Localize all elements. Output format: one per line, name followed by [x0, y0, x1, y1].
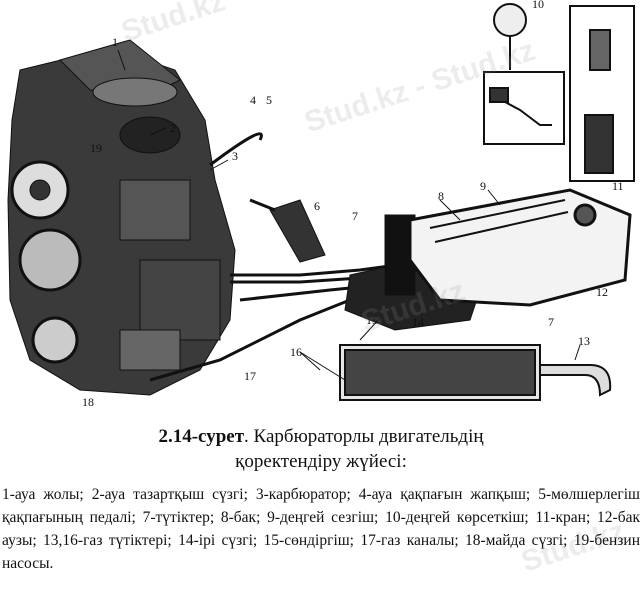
callout-9: 9: [480, 179, 486, 193]
callout-11: 11: [612, 179, 624, 193]
fuel-tap-inset: [569, 5, 635, 182]
engine-fuel-system-illustration: 1 2 3 4 5 6 7 8 9 10 11 12 13 14 15 16 1…: [7, 0, 635, 409]
callout-12: 12: [596, 285, 608, 299]
callout-6: 6: [314, 199, 320, 213]
callout-7b: 7: [548, 315, 554, 329]
callout-7: 7: [352, 209, 358, 223]
callout-14: 14: [412, 315, 424, 329]
callout-10: 10: [532, 0, 544, 11]
callout-3: 3: [232, 149, 238, 163]
callout-4: 4: [250, 93, 256, 107]
exhaust-pipe: [339, 344, 612, 401]
level-gauge-inset: [483, 3, 565, 145]
figure-drawing: 1 2 3 4 5 6 7 8 9 10 11 12 13 14 15 16 1…: [7, 0, 635, 409]
callout-5: 5: [266, 93, 272, 107]
caption-line-1: 2.14-сурет. Карбюраторлы двигательдің: [0, 424, 642, 449]
callout-13: 13: [578, 334, 590, 348]
figure-legend: 1-ауа жолы; 2-ауа тазартқыш сүзгі; 3-кар…: [2, 486, 640, 572]
callout-18: 18: [82, 395, 94, 409]
callout-1: 1: [112, 35, 118, 49]
callout-8: 8: [438, 189, 444, 203]
callout-19: 19: [90, 141, 102, 155]
callout-15: 15: [366, 313, 378, 327]
callout-16: 16: [290, 345, 302, 359]
fuel-tank: [408, 188, 632, 307]
callout-labels: 1 2 3 4 5 6 7 8 9 10 11 12 13 14 15 16 1…: [82, 0, 624, 409]
caption-line-2: қоректендіру жүйесі:: [235, 451, 407, 472]
accelerator-pedal: [249, 198, 326, 263]
caption-title: . Карбюраторлы двигательдің: [244, 426, 484, 447]
figure-caption: 2.14-сурет. Карбюраторлы двигательдің қо…: [0, 424, 642, 474]
callout-17: 17: [244, 369, 256, 383]
callout-2: 2: [170, 121, 176, 135]
figure-number: 2.14-сурет: [158, 426, 245, 447]
engine-block: [7, 39, 236, 396]
leader-lines: [117, 49, 581, 381]
